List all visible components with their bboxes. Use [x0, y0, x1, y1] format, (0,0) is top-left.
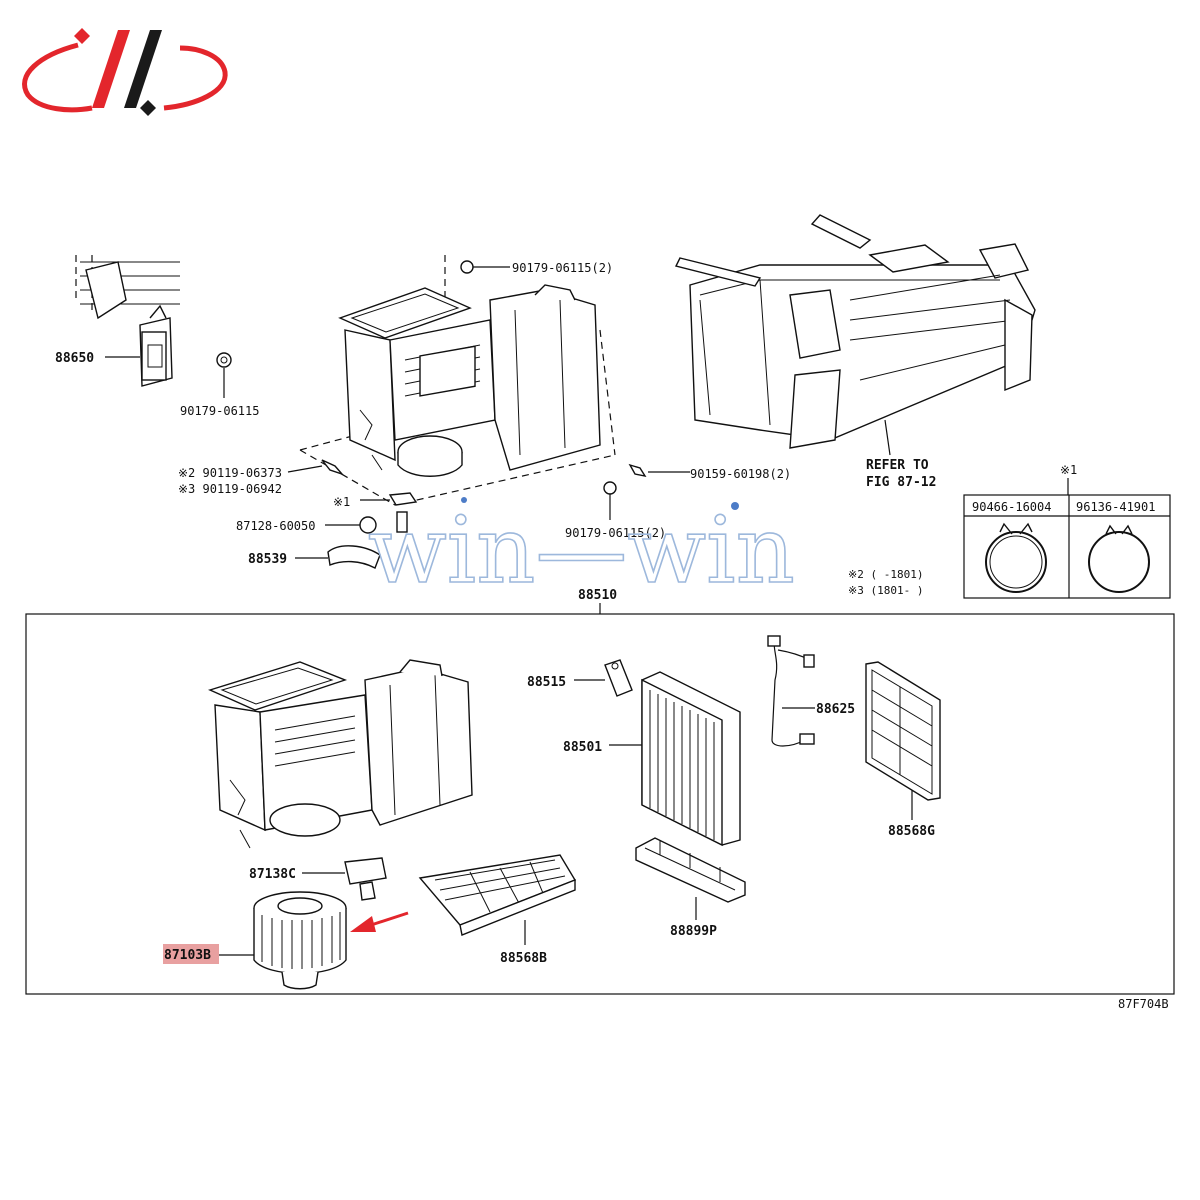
part-88568b-filter: [418, 854, 577, 945]
ac-unit-exploded: [287, 255, 690, 569]
label-88539: 88539: [248, 552, 287, 567]
label-87128-60050: 87128-60050: [236, 519, 315, 533]
label-90119-06942: ※3 90119-06942: [178, 482, 282, 496]
highlight-87103B: [163, 944, 219, 964]
clamp-col1-part: 90466-16004: [972, 500, 1051, 514]
part-88650-module: [75, 255, 232, 398]
part-88568g-filter: [865, 661, 941, 820]
brand-logo: [22, 28, 228, 116]
label-90179-06115-2-top: 90179-06115(2): [512, 261, 613, 275]
part-88515-valve: [574, 659, 633, 697]
label-fig-87-12: FIG 87-12: [866, 475, 936, 490]
duct-assembly: [674, 214, 1036, 456]
part-88625-thermistor: [767, 635, 815, 747]
label-90119-06373: ※2 90119-06373: [178, 466, 282, 480]
blower-motor-87103b: [218, 891, 347, 990]
label-90159-60198: 90159-60198(2): [690, 467, 791, 481]
band-clamp-icon: [1088, 524, 1150, 593]
label-mark1-clip: ※1: [333, 495, 350, 509]
label-88568G: 88568G: [888, 824, 935, 839]
clamp-col2-part: 96136-41901: [1076, 500, 1155, 514]
part-88501-evaporator: [609, 671, 741, 847]
label-88501: 88501: [563, 740, 602, 755]
watermark-text: win—win: [368, 497, 795, 604]
label-88568B: 88568B: [500, 951, 547, 966]
red-arrow-icon: [350, 911, 409, 932]
main-assembly-frame: [25, 613, 1175, 995]
part-87138c: [302, 857, 387, 901]
clamp-table-marker: ※1: [1060, 463, 1077, 477]
diagram-code: 87F704B: [1118, 997, 1169, 1011]
label-88625: 88625: [816, 702, 855, 717]
label-87138C: 87138C: [249, 867, 296, 882]
note-mark3: ※3 (1801- ): [848, 584, 923, 597]
ac-housing: [208, 659, 473, 849]
part-88899p-tray: [635, 837, 746, 920]
label-88510: 88510: [578, 588, 617, 603]
spring-clamp-icon: [985, 522, 1047, 593]
label-87103B: 87103B: [164, 948, 211, 963]
label-90179-06115-2-mid: 90179-06115(2): [565, 526, 666, 540]
note-mark2: ※2 ( -1801): [848, 568, 923, 581]
label-88899P: 88899P: [670, 924, 717, 939]
label-88650: 88650: [55, 351, 94, 366]
label-88515: 88515: [527, 675, 566, 690]
clamp-table: ※1 90466-16004 96136-41901: [963, 463, 1171, 599]
label-90179-06115-left: 90179-06115: [180, 404, 259, 418]
label-refer-to: REFER TO: [866, 458, 929, 473]
